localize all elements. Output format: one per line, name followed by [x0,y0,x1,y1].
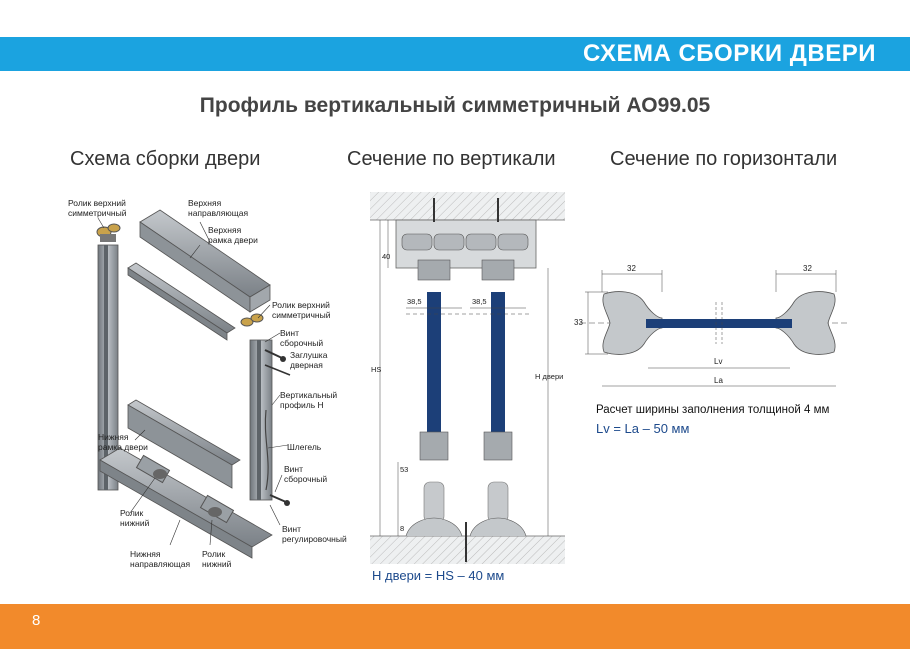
label-door-plug: Заглушка дверная [290,350,328,370]
page-subtitle: Профиль вертикальный симметричный АО99.0… [199,94,711,117]
dim-lv: Lv [714,357,723,366]
header-bar: СХЕМА СБОРКИ ДВЕРИ [0,37,910,71]
page-number: 8 [32,612,41,629]
dim-h-door: H двери [535,372,564,381]
right-vertical-profile [249,339,273,501]
right-horizontal-profile [775,291,836,355]
dim-right-width: 38,5 [472,297,487,306]
dim-hs: HS [371,365,382,374]
door-height-formula: H двери = HS – 40 мм [372,568,505,583]
dim-left-32: 32 [627,264,636,273]
fill-width-calc-title: Расчет ширины заполнения толщиной 4 мм [596,404,830,416]
label-bottom-rail: Нижняя направляющая [130,549,191,569]
bottom-rail [99,447,273,559]
dim-la: La [714,376,723,385]
header-title: СХЕМА СБОРКИ ДВЕРИ [583,40,876,67]
label-bottom-frame: Нижняя рамка двери [98,432,148,452]
assembly-column-title: Схема сборки двери [70,148,261,170]
left-horizontal-profile [602,291,663,355]
dim-8: 8 [400,524,405,533]
footer-bar: 8 [0,604,910,649]
vertical-column-title: Сечение по вертикали [347,148,556,170]
label-top-roller-left: Ролик верхний симметричный [68,198,127,218]
bottom-door-frame [127,399,241,489]
horizontal-section-diagram [580,270,850,387]
left-top-roller [96,223,121,242]
dim-top-40: 40 [382,252,391,261]
label-assembly-screw-bottom: Винт сборочный [284,464,328,484]
vertical-section-diagram [370,192,565,564]
dim-height-33: 33 [574,318,583,327]
right-door-section [469,259,527,537]
dim-right-32: 32 [803,264,812,273]
label-bottom-roller-2: Ролик нижний [202,549,232,569]
leader-lines [97,217,289,546]
assembly-screws [264,349,291,506]
horizontal-column-title: Сечение по горизонтали [610,148,838,170]
dim-53: 53 [400,465,409,474]
dim-left-width: 38,5 [407,297,422,306]
label-top-frame: Верхняя рамка двери [208,225,258,245]
top-door-frame [127,262,236,341]
label-assembly-screw-top: Винт сборочный [280,328,324,348]
glass-panel [646,319,792,328]
brush-seal [264,409,269,491]
label-bottom-roller: Ролик нижний [120,508,150,528]
bottom-rollers [135,454,235,524]
left-door-section [405,259,463,537]
label-top-roller-right: Ролик верхний симметричный [272,300,331,320]
label-brush-seal: Шлегель [287,442,322,452]
assembly-diagram [96,209,291,559]
label-top-rail: Верхняя направляющая [188,198,249,218]
top-rail [139,209,271,313]
fill-width-formula: Lv = La – 50 мм [596,421,690,436]
label-vertical-profile: Вертикальный профиль Н [280,390,338,410]
label-adjusting-screw: Винт регулировочный [282,524,347,544]
left-vertical-profile [97,244,119,491]
